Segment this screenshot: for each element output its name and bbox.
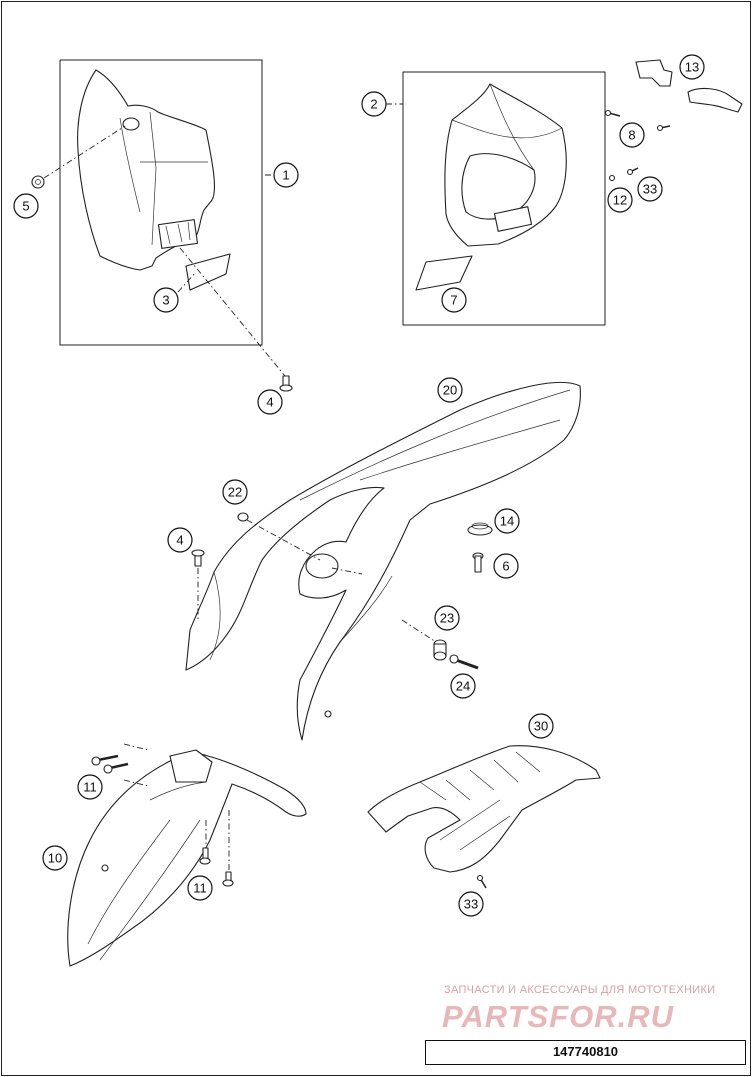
callout-c33a[interactable]: 33 — [637, 176, 663, 202]
callout-c22[interactable]: 22 — [222, 479, 248, 505]
svg-text:4: 4 — [176, 533, 183, 548]
screw-part-33a — [626, 167, 639, 176]
bolts-part-11a — [91, 754, 129, 774]
bolt-part-24 — [449, 654, 479, 670]
group-box-2 — [402, 71, 606, 326]
bolt-part-4a — [279, 375, 293, 392]
callout-c14[interactable]: 14 — [494, 508, 520, 534]
sticker-part-7 — [415, 255, 473, 291]
callout-c11b[interactable]: 11 — [187, 875, 213, 901]
svg-text:1: 1 — [282, 168, 289, 183]
callout-c20[interactable]: 20 — [437, 377, 463, 403]
washer-part-12 — [608, 174, 616, 182]
callout-c2[interactable]: 2 — [361, 91, 387, 117]
watermark-tagline: ЗАПЧАСТИ И АКСЕССУАРЫ ДЛЯ МОТОТЕХНИКИ — [444, 984, 715, 996]
svg-text:6: 6 — [502, 559, 509, 574]
callout-c24[interactable]: 24 — [450, 673, 476, 699]
svg-text:33: 33 — [643, 182, 657, 197]
callout-c6[interactable]: 6 — [493, 553, 519, 579]
rear-fender-part — [185, 381, 581, 741]
front-shield-part — [77, 69, 215, 271]
subframe-part-30 — [367, 745, 601, 873]
callout-c33b[interactable]: 33 — [458, 891, 484, 917]
callout-c8[interactable]: 8 — [619, 122, 645, 148]
svg-text:10: 10 — [48, 851, 62, 866]
callout-c12[interactable]: 12 — [607, 187, 633, 213]
screw-part-8 — [604, 109, 671, 132]
front-fender-part — [67, 749, 307, 967]
svg-text:11: 11 — [193, 881, 207, 896]
callout-c4a[interactable]: 4 — [257, 389, 283, 415]
screw-part-33b — [476, 874, 487, 889]
bolts-part-11b — [199, 847, 234, 887]
screw-part-5 — [31, 175, 45, 189]
bushing-part-23 — [433, 639, 447, 661]
screw-part-6 — [472, 552, 484, 573]
svg-text:24: 24 — [456, 679, 470, 694]
callout-c1[interactable]: 1 — [273, 162, 299, 188]
svg-text:23: 23 — [440, 611, 454, 626]
group-box-1 — [59, 59, 263, 346]
svg-text:33: 33 — [464, 897, 478, 912]
callout-c5[interactable]: 5 — [13, 193, 39, 219]
svg-text:7: 7 — [450, 293, 457, 308]
svg-text:8: 8 — [628, 128, 635, 143]
svg-text:14: 14 — [500, 514, 514, 529]
svg-text:20: 20 — [443, 383, 457, 398]
callout-c30[interactable]: 30 — [528, 713, 554, 739]
callout-c7[interactable]: 7 — [441, 287, 467, 313]
callout-c4b[interactable]: 4 — [167, 527, 193, 553]
nut-part-22 — [237, 512, 249, 522]
svg-text:30: 30 — [534, 719, 548, 734]
svg-text:11: 11 — [83, 780, 97, 795]
callout-c13[interactable]: 13 — [679, 54, 705, 80]
svg-text:5: 5 — [22, 199, 29, 214]
watermark-logo: PARTSFOR.RU — [442, 999, 675, 1034]
svg-text:3: 3 — [162, 293, 169, 308]
svg-text:13: 13 — [685, 60, 699, 75]
svg-text:22: 22 — [228, 485, 242, 500]
grommet-part-14 — [467, 522, 493, 536]
drawing-number-box: 147740810 — [425, 1040, 746, 1065]
sticker-part-3 — [185, 253, 231, 291]
callout-c3[interactable]: 3 — [153, 287, 179, 313]
callout-c23[interactable]: 23 — [434, 605, 460, 631]
svg-text:12: 12 — [613, 193, 627, 208]
svg-text:2: 2 — [370, 97, 377, 112]
callout-c11a[interactable]: 11 — [77, 774, 103, 800]
bolt-part-4b — [191, 549, 205, 567]
svg-text:4: 4 — [266, 395, 273, 410]
clamp-part-13 — [635, 59, 743, 113]
headlight-mask-part — [444, 83, 567, 247]
callout-c10[interactable]: 10 — [42, 845, 68, 871]
